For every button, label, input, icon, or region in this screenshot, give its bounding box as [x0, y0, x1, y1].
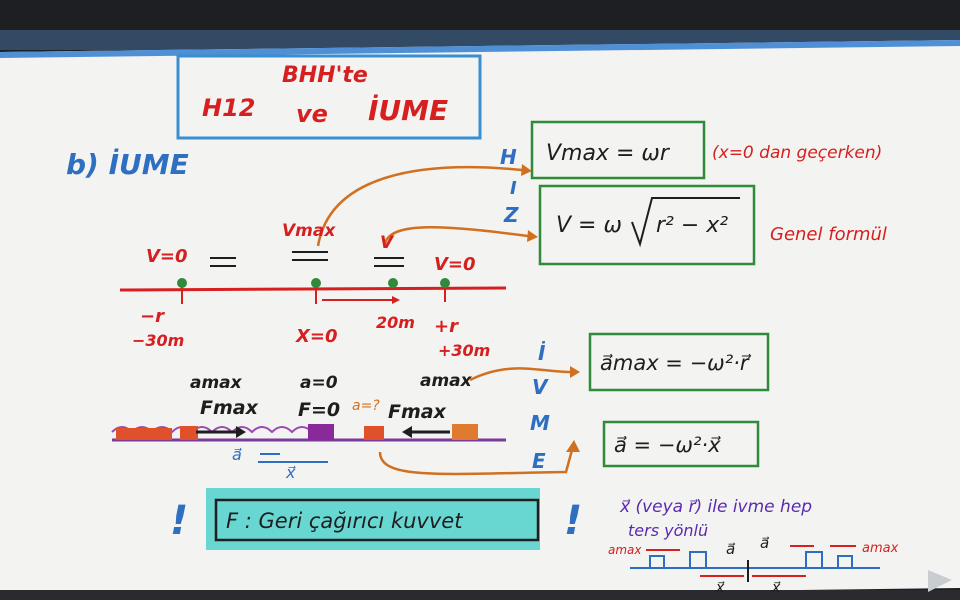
- v-general-lhs: V = ω: [556, 213, 622, 238]
- position-dot-pos-r: [440, 278, 450, 288]
- whiteboard: [0, 40, 960, 600]
- pos-r-value: +30m: [438, 341, 490, 360]
- note-amax-right: amax: [862, 541, 899, 556]
- x-vector-label: x⃗: [285, 463, 296, 482]
- note-line1: x⃗ (veya r⃗) ile ivme hep: [619, 497, 812, 517]
- note-block-left: [649, 555, 665, 569]
- position-dot-mid: [388, 278, 398, 288]
- exclaim-right: !: [564, 498, 582, 544]
- amax-right-label: amax: [420, 371, 473, 391]
- v-general-radicand: r² − x²: [656, 213, 728, 238]
- double-arrow-left: [210, 257, 236, 267]
- play-arrow-icon: [928, 570, 952, 592]
- amax-left-label: amax: [190, 373, 243, 393]
- a-general-formula: a⃗ = −ω²·x⃗: [614, 433, 721, 457]
- position-dot-zero: [311, 278, 321, 288]
- motion-axis-line: [119, 286, 507, 292]
- neg-r-value: −30m: [132, 331, 184, 350]
- vmax-label: Vmax: [282, 221, 336, 241]
- note-amax-left: amax: [608, 543, 642, 557]
- note-a-left: a⃗: [726, 540, 735, 558]
- fmax-right-label: Fmax: [388, 401, 447, 423]
- amax-formula-box: [588, 332, 770, 392]
- a-question-label: a=?: [352, 398, 380, 414]
- position-dot-neg-r: [177, 278, 187, 288]
- board-top-edge: [0, 40, 960, 58]
- neg-r-label: −r: [140, 306, 165, 327]
- note-block-right2: [837, 555, 853, 569]
- note-x-left: x⃗: [715, 580, 725, 596]
- ivme-letter-m: M: [530, 411, 550, 435]
- a0-label: a=0: [300, 373, 338, 393]
- arrow-to-vgeneral: [383, 226, 529, 245]
- arrow-to-amax: [469, 367, 571, 382]
- arrow-to-vmax: [316, 165, 523, 247]
- exclaim-left: !: [170, 498, 188, 544]
- sqrt-symbol: [631, 197, 740, 248]
- ivme-letter-e: E: [532, 449, 546, 473]
- amax-formula: a⃗max = −ω²·r⃗: [600, 351, 752, 375]
- arrow-to-ageneral: [378, 449, 574, 476]
- board-bottom-edge: [0, 590, 960, 600]
- title-ivme: İUME: [368, 93, 448, 127]
- section-label: b) İUME: [66, 147, 189, 181]
- note-line2: ters yönlü: [628, 521, 708, 540]
- i-letter: I: [510, 178, 517, 199]
- block-center: [308, 424, 334, 440]
- title-box: [176, 54, 482, 140]
- note-block-left2: [689, 551, 707, 569]
- title-h12: H12: [202, 94, 255, 122]
- note-block-right: [805, 551, 823, 569]
- ivme-letter-v: V: [532, 375, 549, 399]
- double-arrow-right: [374, 257, 404, 267]
- h-letter: H: [500, 145, 517, 169]
- vmax-formula: Vmax = ωr: [546, 141, 671, 166]
- restoring-force-box: [214, 498, 540, 542]
- pos-r-label: +r: [434, 316, 459, 337]
- arrowhead-ageneral: [566, 440, 580, 452]
- v0-left-label: V=0: [146, 246, 188, 267]
- a-general-formula-box: [602, 420, 760, 468]
- title-line1: BHH'te: [282, 63, 368, 88]
- arrowhead-vgeneral: [527, 230, 538, 242]
- x0-label: X=0: [295, 326, 337, 347]
- note-a-right: a⃗: [760, 534, 769, 552]
- distance-label: 20m: [376, 313, 415, 332]
- a-vector-label: a⃗: [232, 445, 242, 464]
- arrowhead-vmax: [521, 164, 532, 176]
- z-letter: Z: [503, 203, 519, 227]
- restoring-force-text: F : Geri çağırıcı kuvvet: [226, 509, 463, 533]
- v-label: V: [380, 233, 395, 253]
- v0-right-label: V=0: [434, 254, 476, 275]
- distance-arrowhead: [392, 296, 400, 304]
- vmax-formula-box: [530, 120, 706, 180]
- block-neg-r: [180, 426, 198, 440]
- note-x-right: x⃗: [771, 580, 781, 596]
- force-arrowhead-left: [236, 426, 246, 438]
- arrowhead-amax: [570, 366, 580, 378]
- fmax-left-label: Fmax: [200, 397, 259, 419]
- double-arrow-mid: [292, 251, 328, 261]
- block-mid: [364, 426, 384, 440]
- ivme-letter-i: İ: [538, 341, 546, 365]
- vmax-note: (x=0 dan geçerken): [712, 143, 882, 163]
- v-general-formula-box: [538, 184, 756, 266]
- general-formula-note: Genel formül: [770, 224, 887, 245]
- f0-label: F=0: [298, 399, 340, 421]
- block-pos-r: [452, 424, 478, 440]
- title-ve: ve: [296, 100, 328, 128]
- block-left: [116, 428, 172, 440]
- force-arrowhead-right: [402, 426, 412, 438]
